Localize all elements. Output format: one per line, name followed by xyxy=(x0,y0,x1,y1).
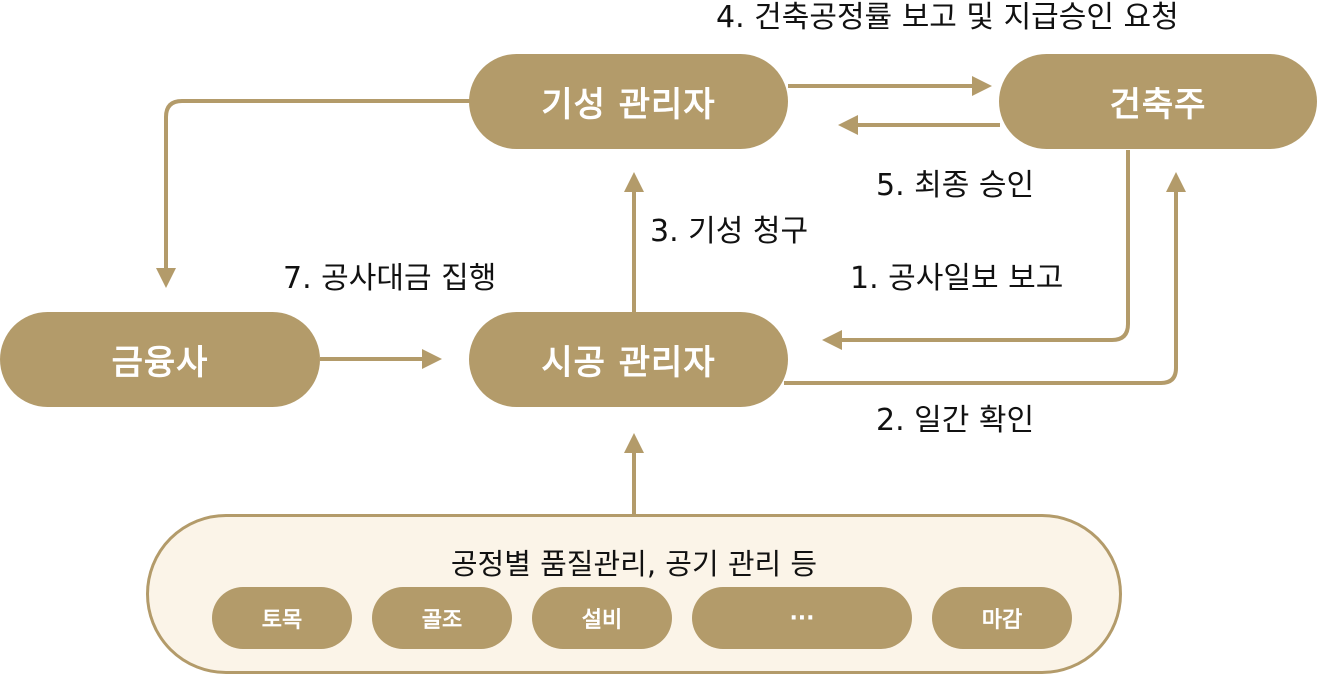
panel-title: 공정별 품질관리, 공기 관리 등 xyxy=(450,547,818,581)
edge-7-label: 7. 공사대금 집행 xyxy=(283,261,497,296)
node-giseong-manager: 기성 관리자 xyxy=(469,54,788,149)
chip-civil: 토목 xyxy=(212,587,352,649)
edge-1-label: 1. 공사일보 보고 xyxy=(850,261,1064,296)
edge-5-label: 5. 최종 승인 xyxy=(876,168,1035,203)
node-finance: 금융사 xyxy=(0,312,320,407)
chip-equipment: 설비 xyxy=(532,587,672,649)
edge-5-arrowhead xyxy=(838,115,858,135)
chip-frame: 골조 xyxy=(372,587,512,649)
edge-4-label: 4. 건축공정률 보고 및 지급승인 요청 xyxy=(716,0,1179,35)
edge-2-arrowhead xyxy=(1166,172,1186,192)
edge-1-line xyxy=(842,150,1130,342)
edge-4-arrowhead xyxy=(972,76,992,96)
edge-6-line xyxy=(164,99,470,268)
quality-management-panel: 공정별 품질관리, 공기 관리 등 토목 골조 설비 ··· 마감 xyxy=(146,514,1122,674)
node-owner: 건축주 xyxy=(999,54,1317,149)
node-construction-manager: 시공 관리자 xyxy=(469,312,788,407)
edge-6-arrowhead xyxy=(156,268,176,288)
chip-finishing: 마감 xyxy=(932,587,1072,649)
edge-1-arrowhead xyxy=(822,330,842,350)
chip-ellipsis: ··· xyxy=(692,587,912,649)
edge-2-label: 2. 일간 확인 xyxy=(876,403,1035,438)
edge-3-arrowhead xyxy=(624,172,644,192)
edge-7-arrowhead xyxy=(422,349,442,369)
edge-3-label: 3. 기성 청구 xyxy=(650,214,809,249)
edge-panel-arrowhead xyxy=(624,433,644,453)
edge-2-line xyxy=(784,190,1178,385)
